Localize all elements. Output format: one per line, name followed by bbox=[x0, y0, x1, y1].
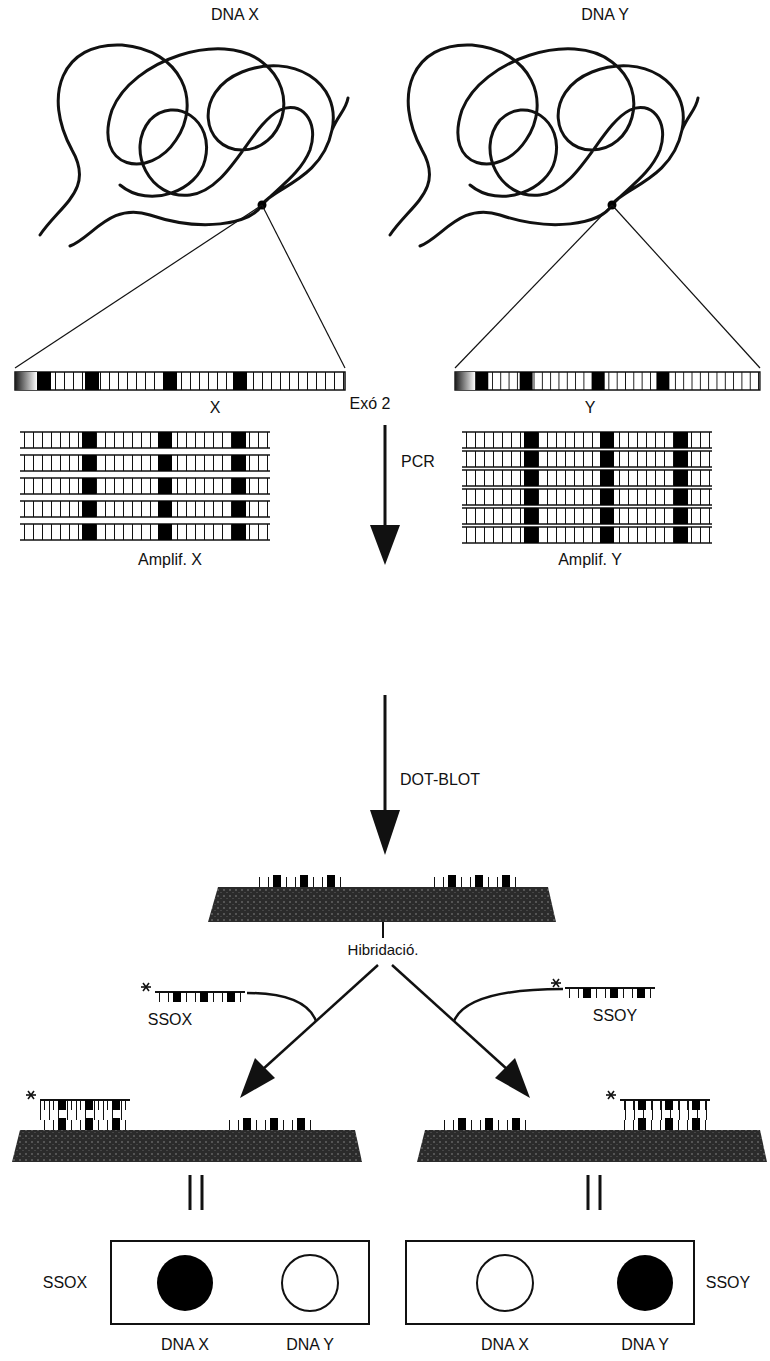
drawing-part bbox=[462, 489, 712, 505]
text-label: Exó 2 bbox=[348, 395, 393, 413]
drawing-part bbox=[141, 983, 245, 1002]
probe-y bbox=[551, 979, 655, 998]
dot-blot-arrow bbox=[370, 695, 400, 855]
pcr-arrow bbox=[370, 425, 400, 565]
dot-results bbox=[157, 1255, 673, 1311]
text-label: PCR bbox=[399, 453, 437, 471]
drawing-part bbox=[208, 887, 556, 922]
drawing-part bbox=[587, 1175, 590, 1210]
drawing-part bbox=[384, 695, 387, 815]
drawing-part bbox=[189, 1175, 192, 1210]
negative-dot bbox=[477, 1255, 533, 1311]
text-label: Amplif. Y bbox=[556, 551, 624, 569]
drawing-part bbox=[20, 501, 270, 517]
drawing-part bbox=[382, 922, 384, 938]
drawing-part bbox=[599, 1175, 602, 1210]
panel-label: SSOX bbox=[41, 1274, 89, 1292]
result-panel: DNA XDNA YSSOY bbox=[405, 1240, 695, 1325]
text-label: DNA Y bbox=[579, 6, 631, 24]
drawing-part bbox=[20, 432, 270, 448]
dna-tangle-x bbox=[15, 45, 348, 390]
drawing-part bbox=[370, 810, 400, 855]
positive-dot bbox=[157, 1255, 213, 1311]
drawing-part bbox=[262, 965, 378, 1070]
panel-label: DNA Y bbox=[284, 1336, 336, 1354]
text-label: SSOY bbox=[591, 1007, 639, 1025]
drawing-part bbox=[417, 1130, 767, 1162]
zoom-line bbox=[262, 205, 345, 368]
drawing-part bbox=[20, 524, 270, 540]
drawing-part bbox=[26, 1091, 130, 1110]
text-label: Y bbox=[583, 399, 598, 417]
text-label: X bbox=[208, 399, 223, 417]
equals-sign bbox=[190, 1175, 600, 1210]
drawing-part bbox=[240, 1058, 275, 1098]
drawing-part bbox=[462, 432, 712, 448]
text-label: Amplif. X bbox=[136, 551, 204, 569]
amplified-x bbox=[20, 432, 270, 540]
text-label: DNA X bbox=[209, 6, 261, 24]
drawing-part bbox=[551, 979, 655, 998]
drawing-part bbox=[255, 875, 345, 887]
drawing-part bbox=[430, 875, 520, 887]
panel-label: DNA X bbox=[479, 1336, 531, 1354]
drawing-part bbox=[462, 470, 712, 486]
drawing-part bbox=[440, 1118, 530, 1130]
amplified-y bbox=[462, 432, 712, 543]
probe-x bbox=[141, 983, 245, 1002]
zoom-line bbox=[455, 205, 612, 368]
negative-dot bbox=[282, 1255, 338, 1311]
drawing-part bbox=[462, 527, 712, 543]
text-label: Hibridació. bbox=[346, 941, 421, 958]
drawing-part bbox=[495, 1058, 530, 1098]
drawing-part bbox=[462, 508, 712, 524]
drawing-part bbox=[454, 989, 563, 1021]
positive-dot bbox=[617, 1255, 673, 1311]
drawing-part bbox=[462, 451, 712, 467]
membrane-result-x bbox=[12, 1091, 362, 1162]
zoom-line bbox=[612, 205, 760, 368]
dna-strand bbox=[40, 45, 348, 246]
membrane bbox=[208, 875, 556, 938]
zoom-line bbox=[15, 205, 262, 368]
dna-strand bbox=[390, 45, 698, 246]
drawing-part bbox=[247, 993, 316, 1021]
drawing-part bbox=[606, 1091, 710, 1110]
drawing-part bbox=[20, 478, 270, 494]
dna-tangle-y bbox=[390, 45, 760, 390]
membrane-result-y bbox=[417, 1091, 767, 1162]
panel-label: DNA Y bbox=[619, 1336, 671, 1354]
drawing-part bbox=[201, 1175, 204, 1210]
drawing-part bbox=[384, 425, 387, 530]
exon-strip bbox=[455, 372, 760, 390]
drawing-part bbox=[370, 525, 400, 565]
hybridization-arrows bbox=[240, 965, 563, 1098]
panel-label: DNA X bbox=[159, 1336, 211, 1354]
exon-strip bbox=[15, 372, 345, 390]
drawing-part bbox=[225, 1118, 315, 1130]
drawing-part bbox=[392, 965, 508, 1070]
result-panel: SSOXDNA XDNA Y bbox=[110, 1240, 370, 1325]
drawing-part bbox=[20, 455, 270, 471]
drawing-part bbox=[12, 1130, 362, 1162]
text-label: DOT-BLOT bbox=[398, 771, 482, 789]
text-label: SSOX bbox=[146, 1011, 194, 1029]
panel-label: SSOY bbox=[704, 1274, 752, 1292]
